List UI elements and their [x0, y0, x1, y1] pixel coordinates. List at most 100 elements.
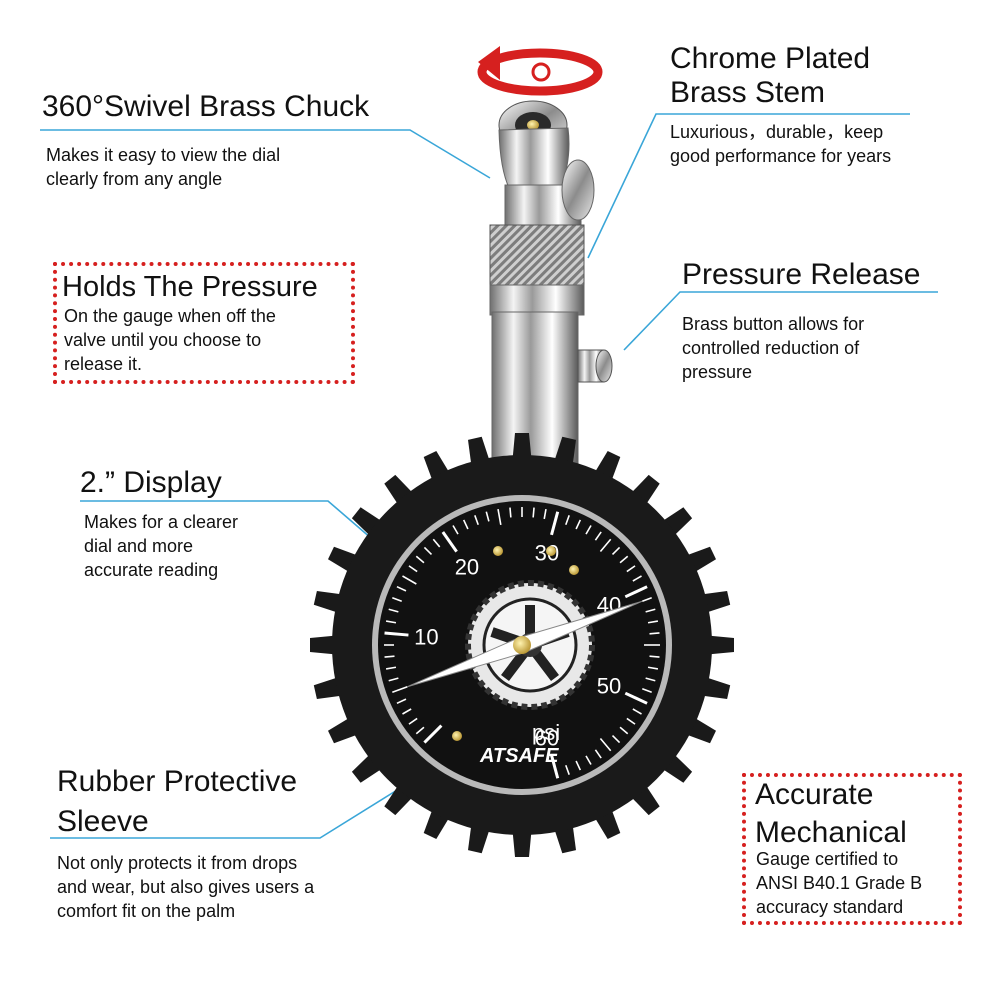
rubber-sleeve-description: Not only protects it from drops and wear… — [57, 851, 314, 923]
dial-tick — [594, 749, 602, 759]
dial-tick — [632, 708, 642, 715]
rubber-sleeve-title: Rubber Protective Sleeve — [57, 762, 297, 842]
dial-tick — [642, 597, 652, 602]
dial-tick — [585, 755, 592, 765]
dial-tick — [385, 666, 397, 670]
release-desc-line: controlled reduction of — [682, 338, 860, 358]
accurate-desc-line: accuracy standard — [756, 897, 904, 917]
dial-tick — [619, 555, 629, 564]
brass-pin — [569, 565, 579, 575]
dial-tick — [392, 685, 408, 693]
dial-tick — [388, 608, 399, 613]
display-description: Makes for a clearer dial and more accura… — [84, 510, 238, 582]
release-leader — [623, 291, 938, 351]
holds-desc-line: On the gauge when off the — [64, 306, 276, 326]
dial-tick — [408, 717, 418, 725]
dial-tick — [585, 525, 592, 535]
pressure-release-description: Brass button allows for controlled reduc… — [682, 312, 864, 384]
dial-tick — [575, 760, 582, 771]
display-desc-line: dial and more — [84, 536, 194, 556]
dial-tick — [599, 737, 612, 752]
dial-tick — [550, 511, 560, 536]
dial-tick — [649, 632, 660, 635]
dial-tick — [408, 565, 418, 573]
swivel-chuck — [498, 100, 595, 226]
dial-tick — [532, 507, 535, 518]
chrome-stem-description: Luxurious，durable，keep good performance … — [670, 120, 891, 168]
dial-face: 102030405060 — [384, 507, 660, 779]
chrome-stem — [489, 224, 585, 473]
scale-label: 20 — [455, 554, 479, 579]
chrome-title-line: Brass Stem — [670, 76, 826, 109]
accurate-mechanical-title: Accurate Mechanical — [755, 776, 907, 852]
dial-tick — [594, 531, 602, 541]
dial-tick — [565, 765, 570, 775]
gauge-pointer — [407, 600, 643, 688]
dial-tick — [388, 677, 399, 682]
sleeve-desc-line: and wear, but also gives users a — [57, 877, 315, 897]
scale-label: 50 — [597, 674, 621, 699]
dial-tick — [599, 538, 612, 553]
holds-desc-line: valve until you choose to — [64, 330, 262, 350]
dial-tick — [485, 511, 490, 522]
brass-pin — [546, 546, 556, 556]
dial-tick — [632, 575, 642, 582]
accurate-desc-line: ANSI B40.1 Grade B — [756, 873, 923, 893]
dial-tick — [415, 726, 425, 735]
display-desc-line: accurate reading — [84, 560, 219, 580]
scale-label: 60 — [535, 726, 559, 751]
dial-tick — [565, 515, 570, 525]
pressure-release-title: Pressure Release — [682, 258, 921, 291]
chrome-stem-title: Chrome Plated Brass Stem — [670, 42, 870, 110]
accurate-title-line: Accurate — [755, 778, 874, 811]
accurate-desc-line: Gauge certified to — [756, 849, 899, 869]
sleeve-desc-line: Not only protects it from drops — [57, 853, 298, 873]
dial-tick — [645, 608, 656, 613]
rotate-arrow-icon — [477, 46, 603, 96]
dial-tick — [626, 717, 636, 725]
brass-pin — [493, 546, 503, 556]
holds-desc-line: release it. — [64, 354, 143, 374]
dial-tick — [432, 538, 441, 548]
sleeve-leader — [50, 781, 411, 839]
dial-tick — [575, 519, 582, 530]
chrome-title-line: Chrome Plated — [670, 42, 871, 75]
swivel-desc-line: Makes it easy to view the dial — [46, 145, 281, 165]
swivel-desc-line: clearly from any angle — [46, 169, 223, 189]
brass-pin — [452, 731, 462, 741]
dial-tick — [624, 585, 648, 599]
dial-tick — [392, 597, 402, 602]
dial-tick — [384, 631, 409, 637]
swivel-chuck-description: Makes it easy to view the dial clearly f… — [46, 143, 280, 191]
dial-tick — [550, 754, 560, 779]
dial-tick — [649, 655, 660, 658]
dial-tick — [385, 620, 397, 624]
accurate-mechanical-box — [742, 773, 962, 925]
dial-tick — [396, 698, 407, 705]
dial-tick — [396, 585, 407, 592]
dial-tick — [423, 724, 443, 744]
dial-tick — [474, 515, 479, 525]
dial-tick — [645, 677, 656, 682]
sleeve-title-line: Rubber Protective — [57, 765, 298, 798]
brand-logo: ATSAFE — [479, 745, 559, 767]
dial-tick — [543, 508, 547, 520]
release-desc-line: Brass button allows for — [682, 314, 865, 334]
sleeve-desc-line: comfort fit on the palm — [57, 901, 236, 921]
chrome-desc-line: Luxurious，durable，keep — [670, 122, 884, 142]
holds-pressure-description: On the gauge when off the valve until yo… — [64, 304, 276, 376]
chrome-leader — [587, 113, 910, 259]
dial-tick — [452, 525, 459, 535]
dial-tick — [642, 688, 652, 693]
dial-tick — [647, 666, 659, 670]
display-desc-line: Makes for a clearer — [84, 512, 239, 532]
pointer-hub — [513, 636, 531, 654]
dial-tick — [384, 655, 395, 658]
dial-tick — [611, 734, 621, 744]
holds-pressure-box — [53, 262, 355, 384]
accurate-title-line: Mechanical — [755, 816, 907, 849]
pressure-release-button — [577, 349, 613, 383]
dial-tick — [509, 507, 512, 518]
dial-tick — [619, 726, 629, 735]
